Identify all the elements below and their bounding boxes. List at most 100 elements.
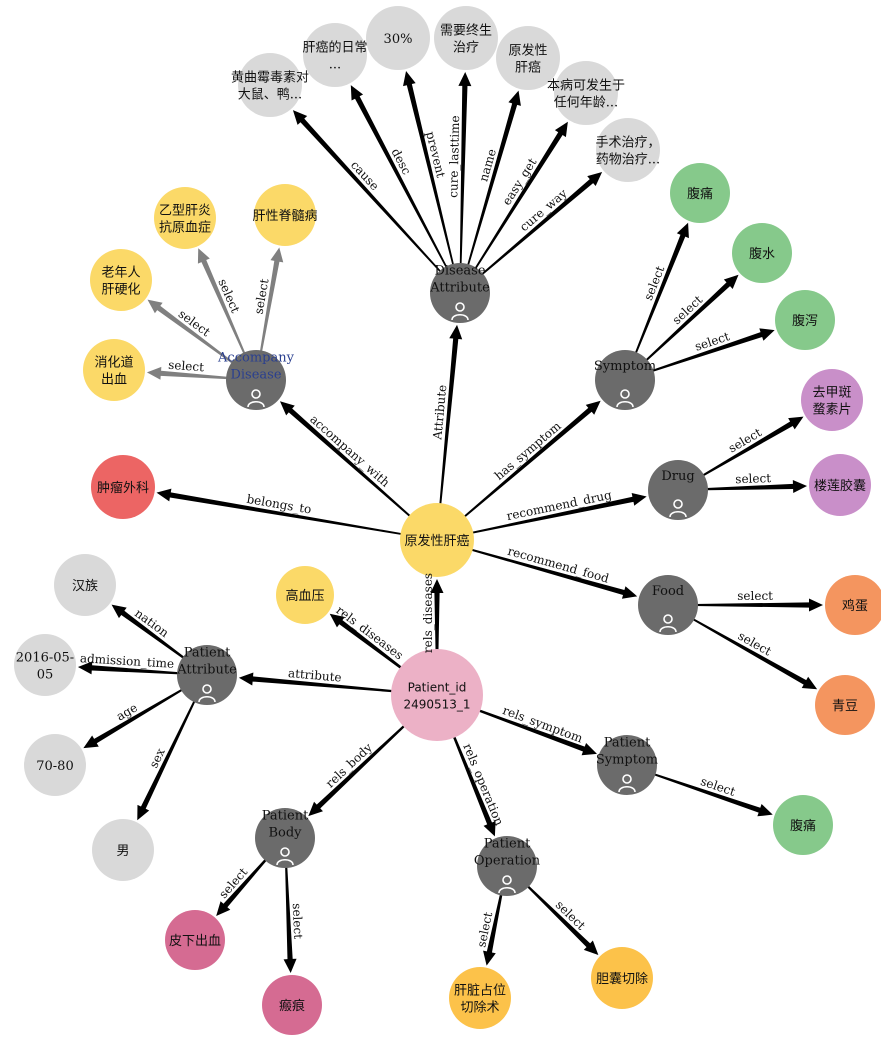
node-circle (366, 6, 430, 70)
node-circle (276, 566, 334, 624)
node-a_cause[interactable]: 黄曲霉毒素对大鼠、鸭... (231, 53, 309, 117)
node-label: 2016-05- (16, 651, 74, 666)
node-circle (14, 634, 76, 696)
node-label: Attribute (176, 663, 237, 678)
edge-pop-po_chole (506, 865, 599, 955)
node-ps_pain[interactable]: 腹痛 (773, 795, 833, 855)
node-f_pea[interactable]: 青豆 (815, 675, 875, 735)
node-a_desc[interactable]: 肝癌的日常... (302, 23, 368, 87)
edge-dattr-a_cure_last (458, 71, 472, 294)
node-label: 男 (116, 844, 129, 859)
node-label: 切除术 (460, 1001, 499, 1016)
edge-drughub-d_1 (677, 416, 804, 491)
edge-label-drughub-d_2: select (735, 471, 771, 486)
node-foodhub[interactable]: Food (638, 575, 698, 635)
edge-label-dattr-a_cure_last: cure_lasttime (446, 115, 462, 198)
edge-dattr-a_easy (459, 121, 568, 294)
edge-label-patient-pdis: rels_diseases (333, 603, 405, 663)
node-label: 治疗 (453, 41, 479, 56)
node-a_cureway[interactable]: 手术治疗，药物治疗... (595, 118, 661, 182)
node-label: Patient_id (408, 681, 467, 695)
node-a_easy[interactable]: 本病可发生于任何年龄... (547, 61, 625, 125)
node-label: 原发性 (508, 43, 547, 59)
node-a_prevent[interactable]: 30% (366, 6, 430, 70)
node-circle (554, 61, 618, 125)
node-circle (801, 369, 863, 431)
node-label: 出血 (101, 373, 127, 388)
node-label: 肿瘤外科 (97, 480, 149, 496)
edge-center-accomp (279, 401, 438, 541)
node-p_age[interactable]: 70-80 (24, 734, 86, 796)
node-s_pain[interactable]: 腹痛 (670, 163, 730, 223)
edge-label-accomp-acc_bleed: select (168, 358, 205, 374)
edge-pattr-p_age (83, 674, 208, 749)
edge-label-pattr-p_admit: admission_time (80, 651, 175, 671)
node-circle (595, 350, 655, 410)
edge-dattr-a_cureway (459, 172, 603, 294)
node-label: 皮下出血 (169, 934, 221, 949)
node-drughub[interactable]: Drug (648, 460, 708, 520)
edge-pbody-pb_scar (283, 837, 297, 974)
node-circle (54, 554, 116, 616)
node-s_diarrhea[interactable]: 腹泻 (775, 290, 835, 350)
node-label: 青豆 (832, 699, 858, 714)
edge-label-pbody-pb_scar: select (290, 903, 305, 939)
node-a_name[interactable]: 原发性肝癌 (496, 26, 560, 90)
node-center[interactable]: 原发性肝癌 (400, 503, 474, 577)
node-p_admit[interactable]: 2016-05- 05 (14, 634, 76, 696)
node-s_ascites[interactable]: 腹水 (732, 223, 792, 283)
node-acc_spinal[interactable]: 肝性脊髓病 (252, 184, 318, 246)
node-label: Operation (474, 854, 541, 869)
node-label: 腹痛 (790, 818, 816, 834)
node-pb_scar[interactable]: 瘢痕 (262, 975, 322, 1035)
edge-label-foodhub-f_egg: select (737, 589, 773, 603)
node-label: 大鼠、鸭... (238, 88, 302, 103)
node-circle (262, 975, 322, 1035)
node-circle (92, 819, 154, 881)
node-symhub[interactable]: Symptom (594, 350, 656, 410)
node-label: 70-80 (36, 759, 73, 774)
node-label: Symptom (596, 753, 658, 768)
edge-symhub-s_pain (624, 222, 689, 381)
node-f_egg[interactable]: 鸡蛋 (825, 575, 881, 635)
edge-psym-ps_pain (626, 764, 773, 817)
node-label: 05 (37, 668, 54, 683)
node-circle (809, 454, 871, 516)
edge-label-patient-center: rels_diseases (421, 573, 435, 653)
edge-dattr-a_name (459, 90, 521, 294)
node-circle (90, 249, 152, 311)
node-p_sex[interactable]: 男 (92, 819, 154, 881)
node-d_2[interactable]: 楼莲胶囊 (809, 454, 871, 516)
node-dept[interactable]: 肿瘤外科 (91, 455, 155, 519)
node-label: ... (329, 58, 341, 73)
edge-center-foodhub (436, 539, 638, 599)
node-pb_sub[interactable]: 皮下出血 (165, 910, 225, 970)
node-p_nation[interactable]: 汉族 (54, 554, 116, 616)
edge-label-patient-pop: rels_operation (460, 741, 506, 827)
node-circle (670, 163, 730, 223)
node-label: Food (652, 584, 684, 599)
node-pdis[interactable]: 高血压 (276, 566, 334, 624)
node-label: 蝥素片 (812, 403, 851, 418)
node-label: Disease (230, 368, 281, 383)
node-label: Body (268, 826, 302, 841)
node-label: 肝癌 (515, 60, 541, 76)
edge-pattr-p_sex (137, 674, 208, 821)
edge-symhub-s_ascites (624, 274, 739, 381)
node-circle (177, 645, 237, 705)
node-po_chole[interactable]: 胆囊切除 (591, 947, 653, 1009)
node-label: Patient (184, 646, 231, 661)
